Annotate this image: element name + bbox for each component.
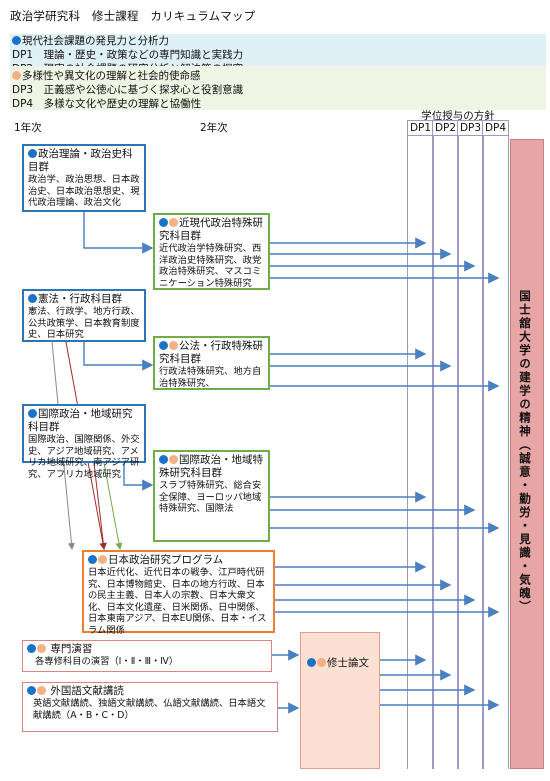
box-political-theory-history: 政治理論・政治史科目群 政治学、政治思想、日本政治史、日本政治思想史、現代政治理… (22, 144, 146, 212)
box-constitution-administration-head: 憲法・行政科目群 (38, 293, 122, 305)
founding-spirit-bar: 国士舘大学の建学の精神（誠意・勤労・見識・気魄） (510, 139, 544, 769)
dp-header-title: 学位授与の方針 (421, 110, 495, 122)
founding-spirit-text: 国士舘大学の建学の精神（誠意・勤労・見識・気魄） (518, 290, 532, 614)
policy-dp3: DP3 正義感や公徳心に基づく探求心と役割意識 (12, 84, 244, 96)
policy-band-diversity: 多様性や異文化の理解と社会的使命感 DP3 正義感や公徳心に基づく探求心と役割意… (10, 66, 546, 110)
blue-dot-icon (307, 658, 316, 667)
box-political-theory-history-head: 政治理論・政治史科目群 (28, 148, 133, 173)
box-japan-politics-program-body: 日本近代化、近代日本の戦争、江戸時代研究、日本博物館史、日本の地方行政、日本の民… (88, 567, 267, 636)
blue-dot-icon (28, 294, 37, 303)
box-political-theory-history-body: 政治学、政治思想、日本政治史、日本政治思想史、現代政治理論、政治文化 (28, 174, 140, 208)
policy-dp4: DP4 多様な文化や歴史の理解と協働性 (12, 98, 202, 110)
box-japan-politics-program: 日本政治研究プログラム 日本近代化、近代日本の戦争、江戸時代研究、日本博物館史、… (82, 550, 275, 636)
box-seminar: 専門演習 各専修科目の演習（Ⅰ・Ⅱ・Ⅲ・Ⅳ） (22, 640, 272, 672)
box-international-area-studies: 国際政治・地域研究科目群 国際政治、国際関係、外交史、アジア地域研究、アメリカ地… (22, 404, 146, 480)
box-international-special-head: 国際政治・地域特殊研究科目群 (159, 454, 263, 479)
orange-dot-icon (169, 218, 178, 227)
dp2-header: DP2 (432, 120, 459, 136)
thesis-box: 修士論文 (300, 632, 380, 769)
box-foreign-literature-body: 英語文献講読、独語文献講読、仏語文献講読、日本語文献講読（A・B・C・D） (33, 698, 266, 721)
box-foreign-literature-head: 外国語文献講読 (50, 685, 124, 697)
box-international-special-body: スラブ特殊研究、総合安全保障、ヨーロッパ地域特殊研究、国際法 (159, 480, 262, 514)
year-1-label: 1年次 (14, 122, 42, 134)
orange-dot-icon (37, 644, 46, 653)
dp1-header: DP1 (407, 120, 434, 136)
box-public-law-special-body: 行政法特殊研究、地方自治特殊研究、 (159, 366, 262, 389)
box-international-area-studies-body: 国際政治、国際関係、外交史、アジア地域研究、アメリカ地域研究、南アジア研究、アフ… (28, 434, 140, 480)
blue-dot-icon (28, 409, 37, 418)
box-seminar-head: 専門演習 (50, 643, 93, 655)
blue-dot-icon (12, 36, 21, 45)
orange-dot-icon (169, 455, 178, 464)
orange-dot-icon (169, 341, 178, 350)
policy-dp1: DP1 理論・歴史・政策などの専門知識と実践力 (12, 49, 244, 61)
dp1-column (407, 120, 434, 769)
year-2-label: 2年次 (200, 122, 228, 134)
dp3-column (457, 120, 484, 769)
orange-dot-icon (317, 658, 326, 667)
box-international-area-studies-head: 国際政治・地域研究科目群 (28, 408, 133, 433)
orange-dot-icon (12, 71, 21, 80)
dp4-header: DP4 (482, 120, 509, 136)
box-modern-politics-special-head: 近現代政治特殊研究科目群 (159, 217, 263, 242)
blue-dot-icon (159, 218, 168, 227)
box-foreign-literature: 外国語文献講読 英語文献講読、独語文献講読、仏語文献講読、日本語文献講読（A・B… (22, 682, 278, 732)
box-public-law-special-head: 公法・行政特殊研究科目群 (159, 340, 263, 365)
box-modern-politics-special: 近現代政治特殊研究科目群 近代政治学特殊研究、西洋政治史特殊研究、政党政治特殊研… (153, 213, 270, 290)
dp3-header: DP3 (457, 120, 484, 136)
box-seminar-body: 各専修科目の演習（Ⅰ・Ⅱ・Ⅲ・Ⅳ） (35, 656, 179, 667)
box-international-special: 国際政治・地域特殊研究科目群 スラブ特殊研究、総合安全保障、ヨーロッパ地域特殊研… (153, 450, 270, 542)
box-public-law-special: 公法・行政特殊研究科目群 行政法特殊研究、地方自治特殊研究、 (153, 336, 270, 390)
blue-dot-icon (27, 644, 36, 653)
policy-category-1: 現代社会課題の発見力と分析力 (22, 35, 169, 47)
dp2-column (432, 120, 459, 769)
box-japan-politics-program-head: 日本政治研究プログラム (108, 554, 224, 566)
box-constitution-administration-body: 憲法、行政学、地方行政、公共政策学、日本教育制度史、日本研究 (28, 306, 140, 340)
box-modern-politics-special-body: 近代政治学特殊研究、西洋政治史特殊研究、政党政治特殊研究、マスコミニケーション特… (159, 243, 262, 289)
box-constitution-administration: 憲法・行政科目群 憲法、行政学、地方行政、公共政策学、日本教育制度史、日本研究 (22, 289, 146, 342)
orange-dot-icon (98, 555, 107, 564)
page-title: 政治学研究科 修士課程 カリキュラムマップ (10, 9, 256, 23)
blue-dot-icon (88, 555, 97, 564)
thesis-label: 修士論文 (327, 657, 369, 669)
blue-dot-icon (28, 149, 37, 158)
blue-dot-icon (159, 455, 168, 464)
blue-dot-icon (159, 341, 168, 350)
orange-dot-icon (37, 686, 46, 695)
policy-category-2: 多様性や異文化の理解と社会的使命感 (22, 70, 201, 82)
dp4-column (482, 120, 509, 769)
blue-dot-icon (27, 686, 36, 695)
